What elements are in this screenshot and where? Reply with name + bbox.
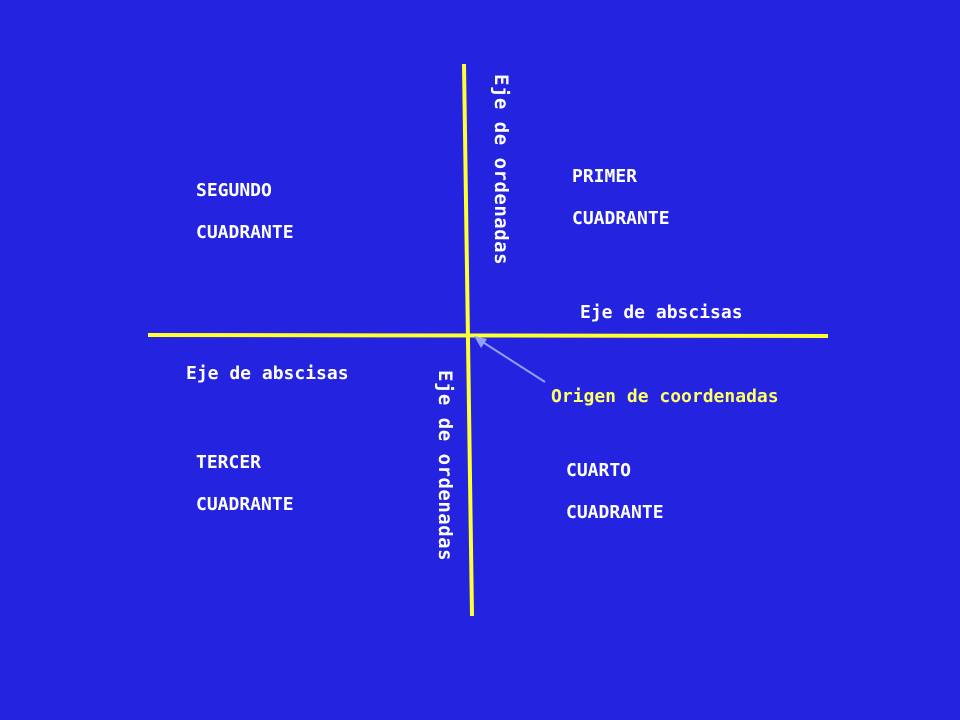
ordinate-axis-label-lower: Eje de ordenadas — [434, 370, 456, 562]
origin-arrowhead-icon — [474, 336, 487, 348]
quadrant-fourth-line2: CUADRANTE — [566, 502, 664, 523]
quadrant-first-label: PRIMER CUADRANTE — [572, 166, 670, 230]
y-axis — [462, 63, 474, 617]
ordinate-axis-label-upper: Eje de ordenadas — [490, 74, 512, 266]
quadrant-third-label: TERCER CUADRANTE — [196, 452, 294, 516]
quadrant-second-line2: CUADRANTE — [196, 222, 294, 243]
origin-arrow — [477, 338, 546, 383]
x-axis — [147, 333, 829, 338]
quadrant-second-label: SEGUNDO CUADRANTE — [196, 180, 294, 244]
abscissa-axis-label-left: Eje de abscisas — [186, 363, 349, 384]
origin-label: Origen de coordenadas — [551, 386, 779, 407]
quadrant-first-line1: PRIMER — [572, 166, 638, 187]
quadrant-first-line2: CUADRANTE — [572, 208, 670, 229]
quadrant-third-line2: CUADRANTE — [196, 494, 294, 515]
abscissa-axis-label-right: Eje de abscisas — [580, 302, 743, 323]
quadrant-fourth-line1: CUARTO — [566, 460, 632, 481]
quadrant-fourth-label: CUARTO CUADRANTE — [566, 460, 664, 524]
quadrant-third-line1: TERCER — [196, 452, 262, 473]
quadrant-second-line1: SEGUNDO — [196, 180, 272, 201]
